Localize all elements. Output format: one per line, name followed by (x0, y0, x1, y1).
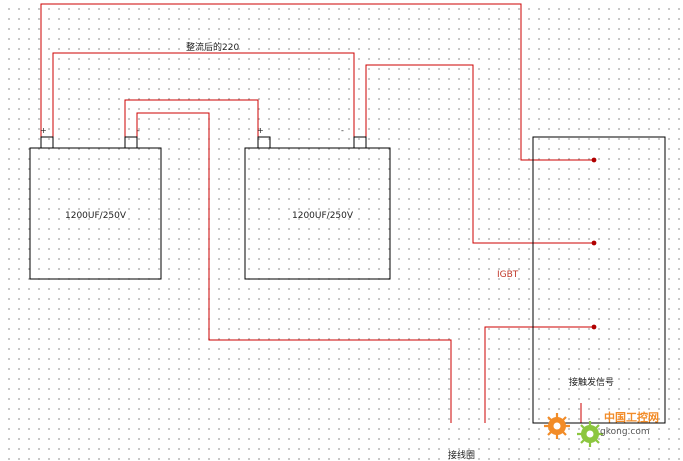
wire-cap2-minus-to-igbt-mid (365, 64, 594, 244)
cap2-minus-label: - (341, 126, 344, 135)
cap2-minus-terminal (353, 136, 367, 149)
cap1-plus-terminal (40, 136, 54, 149)
wire-cap1-minus-to-cap2-plus (124, 99, 259, 137)
trigger-signal-label: 接触发信号 (569, 376, 614, 388)
igbt-terminal-bottom (591, 324, 597, 330)
cap2-value-label: 1200UF/250V (292, 211, 354, 221)
gkong-watermark: 中国工控网 gkong.com (544, 410, 659, 447)
igbt-module (532, 136, 666, 424)
cap2-plus-label: + (257, 126, 264, 135)
cap1-value-label: 1200UF/250V (65, 211, 127, 221)
igbt-label: IGBT (497, 270, 519, 280)
igbt-terminal-mid (591, 240, 597, 246)
rectified-220-label: 整流后的220 (186, 41, 239, 53)
cap1-plus-label: + (40, 126, 47, 135)
cap2-plus-terminal (257, 136, 271, 149)
coil-label: 接线圈 (448, 449, 475, 461)
capacitor-2 (244, 136, 391, 280)
watermark-text: 中国工控网 (604, 410, 659, 424)
wire-cap1-plus-to-igbt-top (40, 3, 594, 161)
gear-icon (577, 421, 603, 447)
wire-coil-right (484, 326, 594, 423)
cap1-minus-label: - (137, 126, 140, 135)
watermark-site: gkong.com (600, 427, 650, 437)
gear-icon (544, 413, 570, 439)
wire-coil-left (136, 112, 452, 423)
cap1-minus-terminal (124, 136, 138, 149)
wire-rectified-220 (52, 52, 355, 137)
igbt-terminal-top (591, 157, 597, 163)
capacitor-1 (29, 136, 162, 280)
